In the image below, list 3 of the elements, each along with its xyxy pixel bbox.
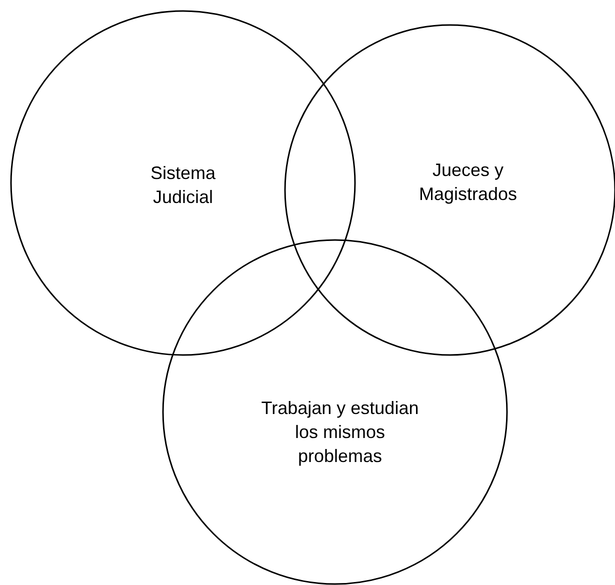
circle-label: Trabajan y estudian los mismos problemas xyxy=(260,397,420,468)
circle-label: Jueces y Magistrados xyxy=(418,159,518,206)
circle-label: Sistema Judicial xyxy=(149,162,217,209)
